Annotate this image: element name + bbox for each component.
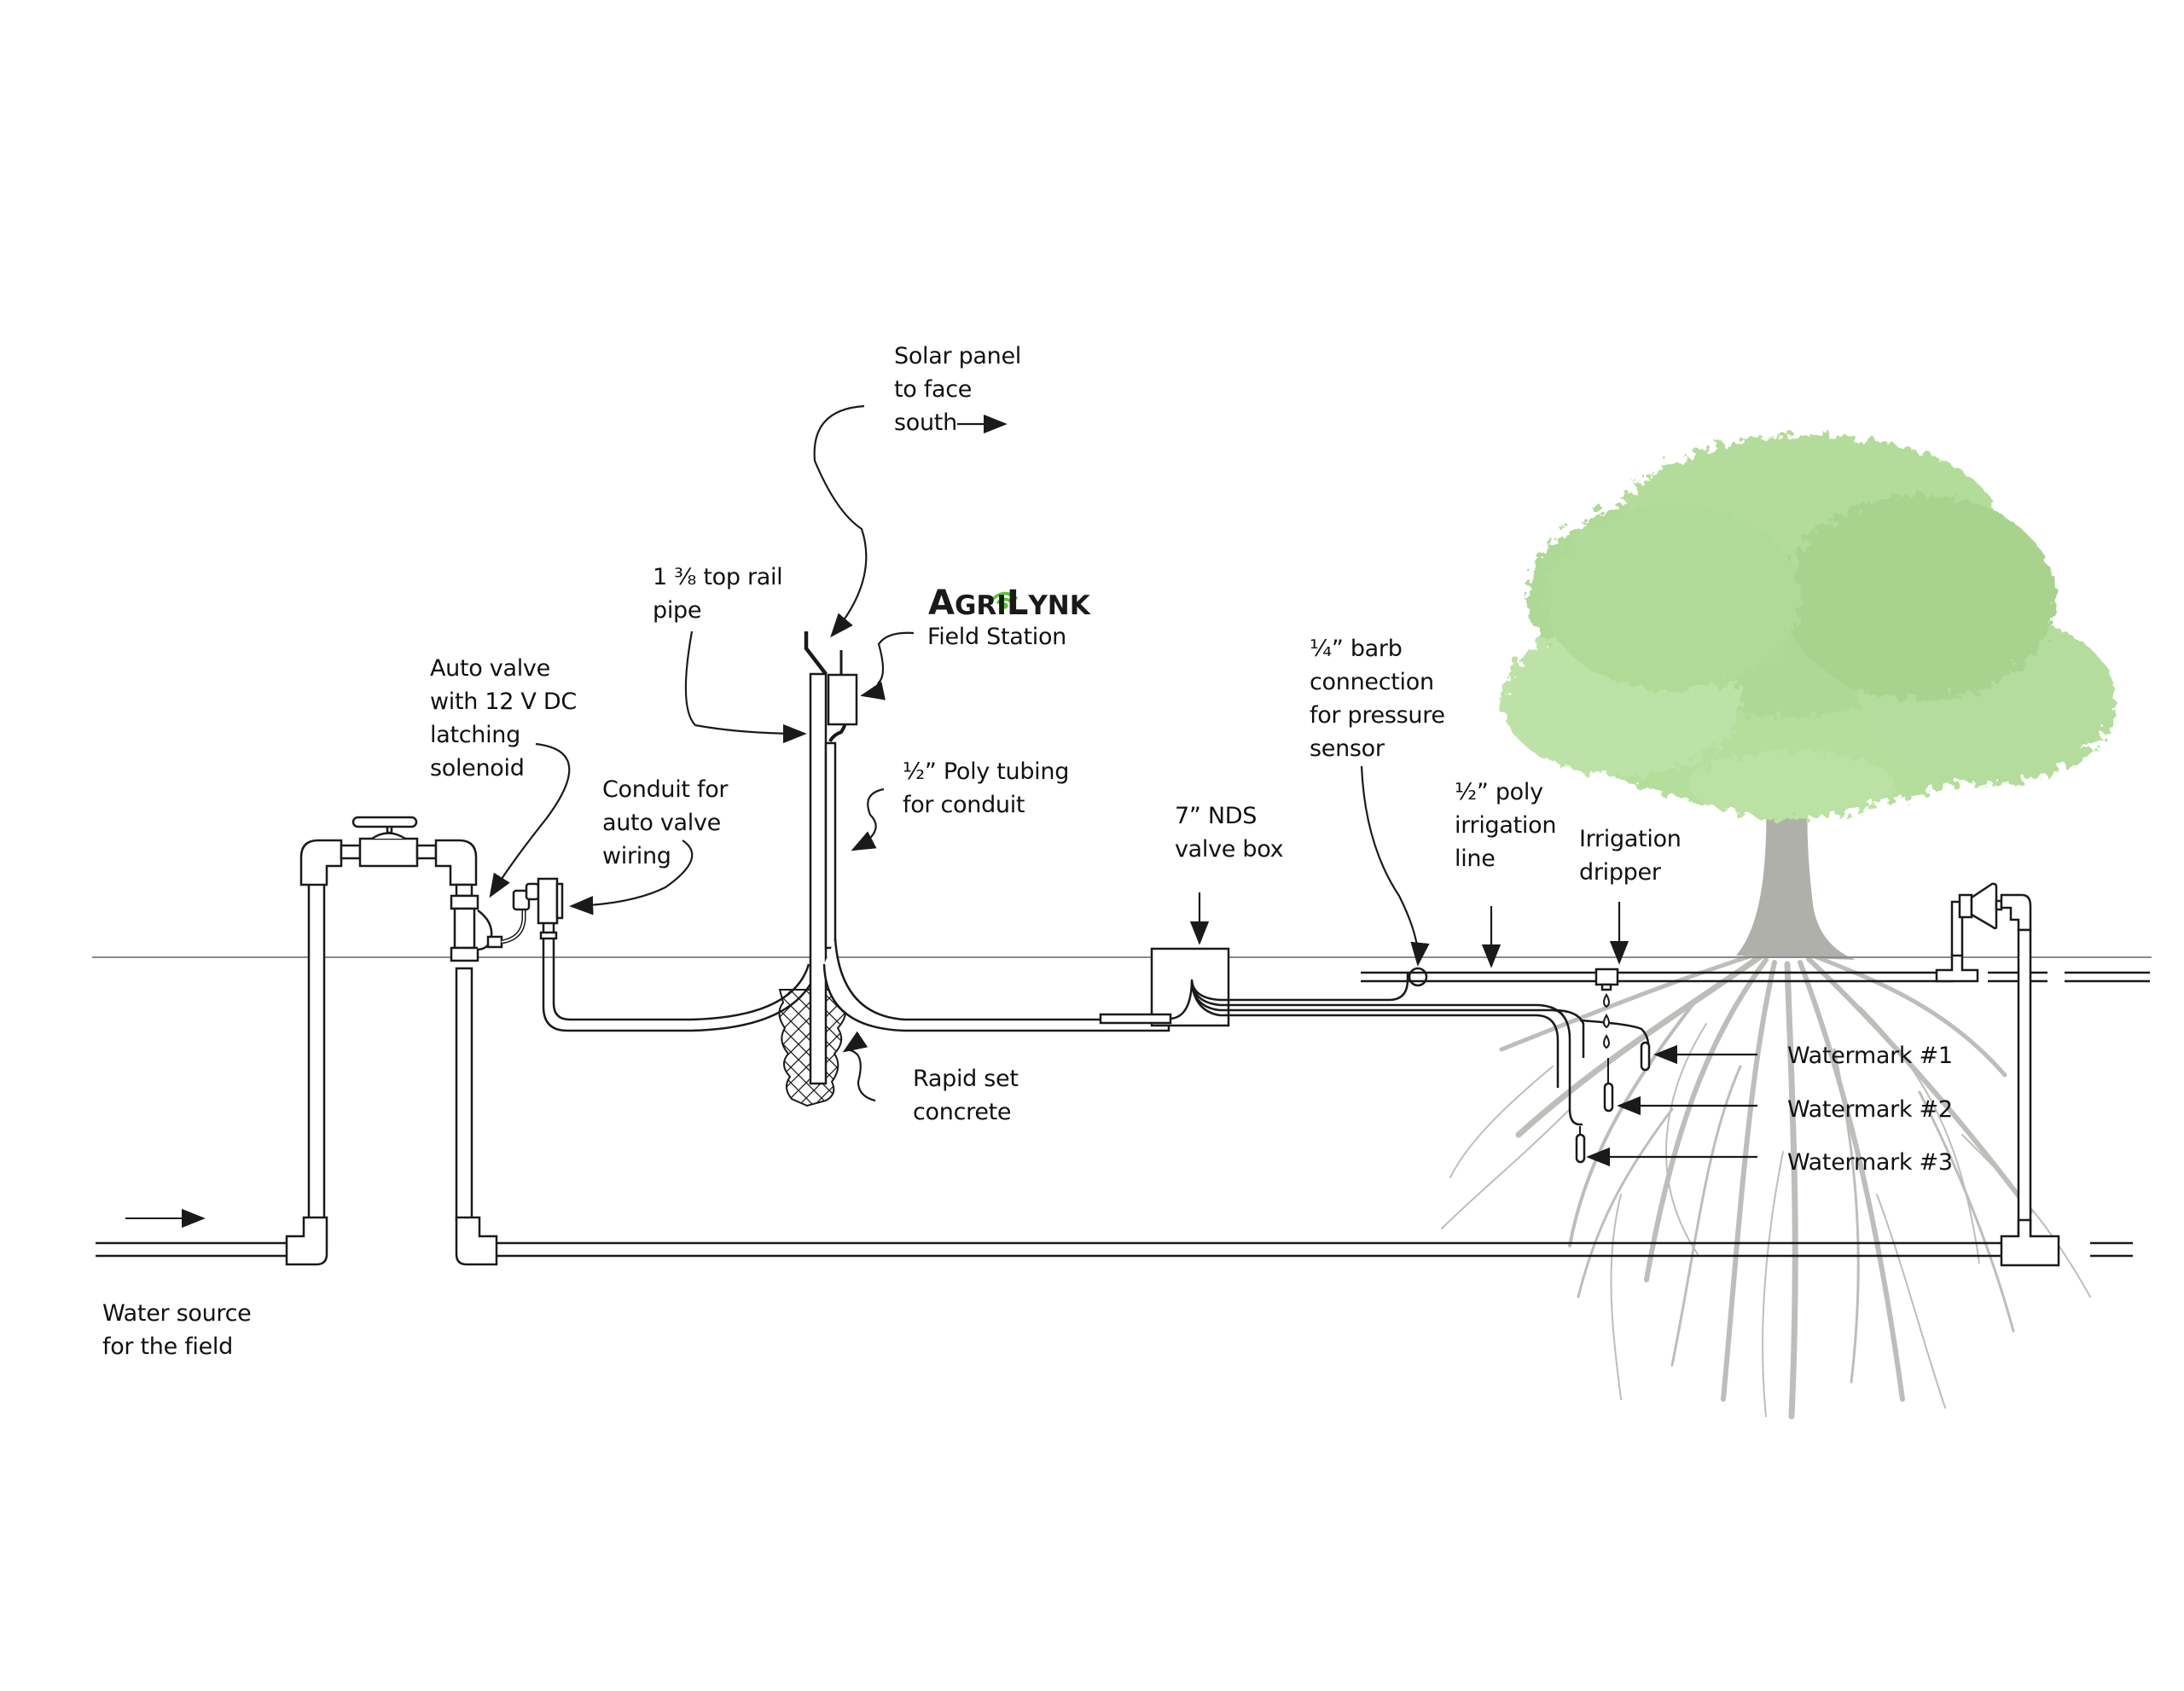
label-conduit: Conduit for auto valve wiring xyxy=(602,776,729,869)
solar-panel-bracket xyxy=(804,631,828,676)
tree-canopy xyxy=(1502,435,2116,819)
label-field-station: Field Station xyxy=(927,624,1066,650)
label-top-rail-pipe: 1 ⅜ top rail pipe xyxy=(653,564,783,624)
label-auto-valve: Auto valve with 12 V DC latching solenoi… xyxy=(430,655,577,782)
watermark-sensor-cables xyxy=(1467,1003,1650,1126)
label-barb-connection: ¼” barb connection for pressure sensor xyxy=(1310,636,1445,762)
leader-top-rail xyxy=(684,630,807,744)
leader-concrete xyxy=(842,1031,876,1102)
field-station-box xyxy=(827,673,858,726)
label-solar-panel: Solar panel to face south xyxy=(894,343,1021,436)
manual-valve-assembly xyxy=(299,816,478,898)
watermark-sensor-1 xyxy=(1640,1041,1651,1072)
watermark-sensor-2 xyxy=(1603,1082,1614,1113)
leader-poly-tubing xyxy=(851,787,885,851)
logo-letters-gri: GRI xyxy=(954,590,1007,621)
logo-letter-l: L xyxy=(1006,584,1029,623)
logo-letter-a: A xyxy=(928,584,955,623)
leader-auto-valve xyxy=(489,742,571,898)
callout-leaders xyxy=(489,404,1757,1167)
tree-illustration xyxy=(1441,435,2116,1420)
right-riser-assembly xyxy=(1935,882,2060,1267)
nds-valve-box xyxy=(1099,947,1565,1027)
label-watermark-2: Watermark #2 xyxy=(1787,1096,1953,1123)
label-watermark-1: Watermark #1 xyxy=(1787,1043,1953,1069)
leader-barb xyxy=(1360,765,1430,967)
left-riser-pipe xyxy=(285,881,328,1266)
tree-roots xyxy=(1441,951,2091,1420)
irrigation-dripper xyxy=(1594,968,1619,1049)
watermark-sensor-3 xyxy=(1575,1133,1586,1164)
label-irrigation-dripper: Irrigation dripper xyxy=(1579,826,1682,886)
label-poly-tubing: ½” Poly tubing for conduit xyxy=(903,758,1070,818)
logo-letters-ynk: YNK xyxy=(1028,590,1090,621)
agrilynk-logo: AGRILYNK xyxy=(928,584,1090,623)
label-rapid-set-concrete: Rapid set concrete xyxy=(913,1066,1019,1125)
auto-valve-conduit xyxy=(537,877,821,1032)
main-supply-pipe xyxy=(96,1241,2133,1258)
valve-riser-pipe xyxy=(455,967,498,1266)
label-watermark-3: Watermark #3 xyxy=(1787,1149,1953,1176)
label-poly-irrigation-line: ½” poly irrigation line xyxy=(1455,779,1557,872)
leader-conduit xyxy=(569,840,694,915)
wifi-signal-icon xyxy=(992,591,1018,609)
auto-valve xyxy=(450,882,540,962)
label-valve-box: 7” NDS valve box xyxy=(1175,803,1284,863)
tree-trunk xyxy=(1715,717,1856,960)
label-water-source: Water source for the field xyxy=(102,1300,252,1360)
barb-connection xyxy=(1408,967,1428,987)
leader-solar-panel xyxy=(813,404,868,638)
leader-field-station xyxy=(860,631,915,700)
